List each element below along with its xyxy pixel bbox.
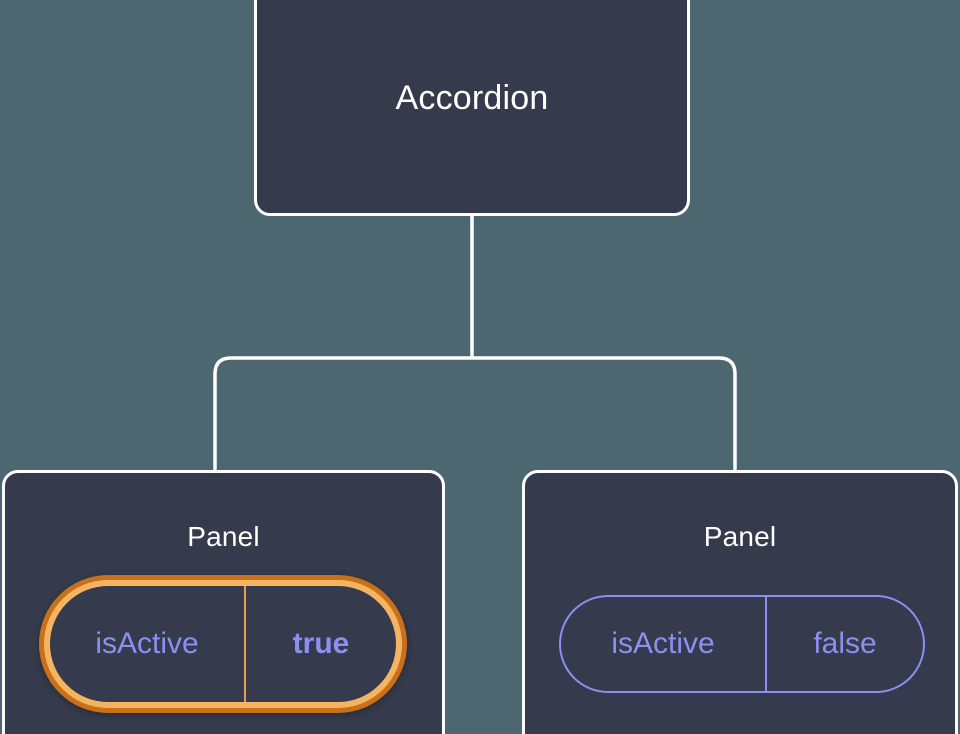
prop-pill-isactive-false[interactable]: isActive false xyxy=(559,595,925,693)
prop-key-label: isActive xyxy=(561,597,767,691)
edge-branch-bar xyxy=(213,356,737,470)
prop-key-label: isActive xyxy=(50,586,246,702)
prop-pill-isactive-true[interactable]: isActive true xyxy=(39,575,407,713)
node-panel-right-title: Panel xyxy=(703,521,777,552)
prop-pill-core: isActive true xyxy=(50,586,396,702)
prop-value-label: true xyxy=(292,627,350,660)
node-panel-left-title: Panel xyxy=(187,521,260,552)
node-accordion-title: Accordion xyxy=(395,79,549,117)
node-accordion[interactable]: Accordion xyxy=(254,0,690,216)
node-panel-left[interactable]: Panel isActive true xyxy=(2,470,445,734)
node-panel-right[interactable]: Panel isActive false xyxy=(522,470,958,734)
prop-value-label: false xyxy=(813,627,877,660)
prop-pill-ring-inner: isActive true xyxy=(44,580,402,708)
